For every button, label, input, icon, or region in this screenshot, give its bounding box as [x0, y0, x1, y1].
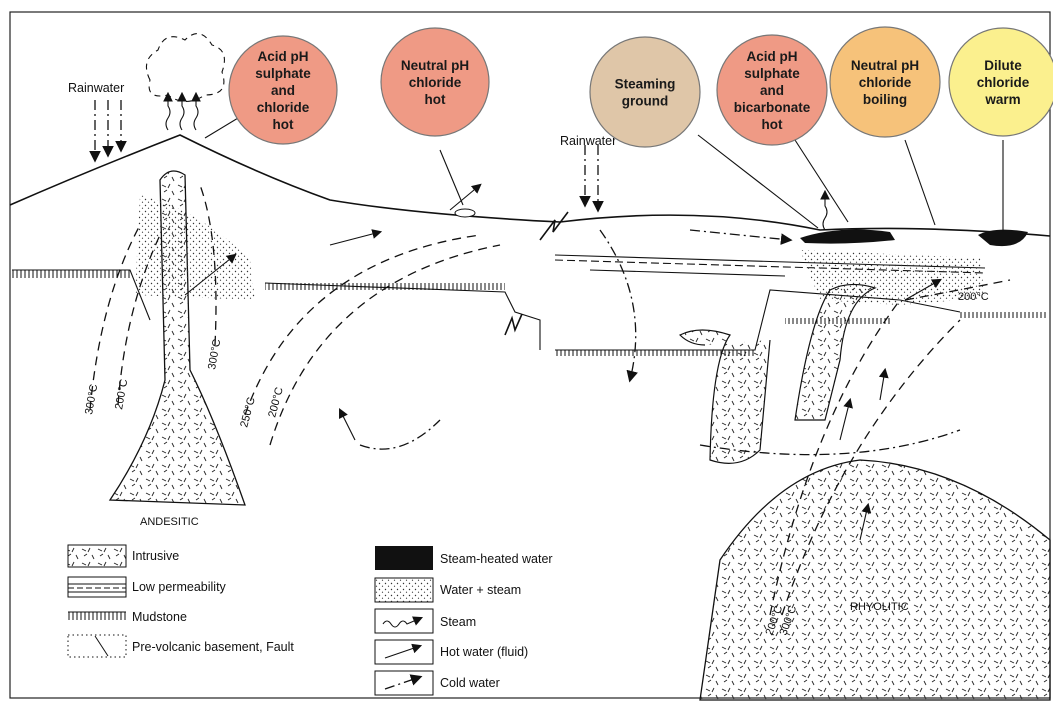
bubble-3: Steaming ground — [590, 37, 700, 147]
bubble-5-line-1: Neutral pH — [851, 58, 919, 73]
dilute-chloride-pool — [978, 230, 1028, 246]
bubble-1: Acid pH sulphate and chloride hot — [229, 36, 337, 144]
mudstone-layer-right-3 — [960, 312, 1048, 318]
legend-label-low-permeability: Low permeability — [132, 580, 227, 594]
bubble-4-line-3: and — [760, 83, 784, 98]
bubble-3-line-1: Steaming — [615, 77, 676, 92]
legend: Intrusive Low permeability Mudstone Pre-… — [68, 545, 553, 695]
section-break-upper — [540, 212, 568, 240]
legend-label-basement-fault: Pre-volcanic basement, Fault — [132, 640, 294, 654]
bubble-2-line-3: hot — [425, 92, 446, 107]
rainwater-label-left: Rainwater — [68, 81, 124, 95]
legend-label-cold-water: Cold water — [440, 676, 500, 690]
bubble-2-line-1: Neutral pH — [401, 58, 469, 73]
cold-water-lateral — [690, 230, 790, 240]
bubble-5: Neutral pH chloride boiling — [830, 27, 940, 137]
mudstone-layer-left — [12, 270, 130, 278]
bubble-4: Acid pH sulphate and bicarbonate hot — [717, 35, 827, 145]
isotherm-300-left — [90, 225, 140, 410]
steam-arrow-1 — [166, 94, 170, 130]
steam-arrow-2 — [180, 94, 184, 130]
rainwater-label-right: Rainwater — [560, 134, 616, 148]
bubble-4-line-2: sulphate — [744, 66, 800, 81]
hot-water-arrow-2 — [330, 232, 380, 245]
hot-water-arrow-3 — [450, 185, 480, 210]
legend-item-hot-water: Hot water (fluid) — [375, 640, 528, 664]
legend-item-mudstone: Mudstone — [68, 610, 187, 624]
rhyolitic-intrusive-body — [700, 460, 1050, 700]
bubble-5-line-3: boiling — [863, 92, 907, 107]
steam-heated-water-pool — [800, 230, 895, 244]
legend-label-steam-heated-water: Steam-heated water — [440, 552, 553, 566]
legend-label-hot-water: Hot water (fluid) — [440, 645, 528, 659]
bubble-6-line-3: warm — [984, 92, 1020, 107]
legend-item-low-permeability: Low permeability — [68, 577, 227, 597]
legend-item-basement-fault: Pre-volcanic basement, Fault — [68, 635, 294, 657]
isotherm-label-300-left: 300°C — [83, 383, 100, 415]
legend-label-steam: Steam — [440, 615, 476, 629]
low-permeability-line-3 — [590, 270, 785, 276]
steam-arrow-4 — [823, 192, 827, 230]
bubble-1-line-2: sulphate — [255, 66, 311, 81]
callout-line-5 — [905, 140, 935, 225]
bubble-5-line-2: chloride — [859, 75, 912, 90]
isotherm-label-200-mid: 200°C — [266, 386, 286, 419]
water-type-bubbles: Acid pH sulphate and chloride hot Neutral pH c… — [229, 27, 1053, 147]
legend-label-water-steam: Water + steam — [440, 583, 521, 597]
bubble-4-line-4: bicarbonate — [734, 100, 811, 115]
cold-water-descent — [600, 230, 636, 380]
basement-fault-mid — [265, 283, 540, 350]
isotherm-label-300-mid: 300°C — [206, 338, 223, 370]
hot-water-arrow-5 — [880, 370, 885, 400]
cold-water-loop-left — [360, 420, 440, 449]
andesitic-label: ANDESITIC — [140, 516, 199, 528]
isotherm-label-200-left: 200°C — [113, 378, 130, 410]
callout-line-3 — [698, 135, 818, 228]
bubble-1-line-3: and — [271, 83, 295, 98]
bubble-3-line-2: ground — [622, 94, 669, 109]
callout-line-4 — [795, 140, 848, 222]
isotherm-200-mid — [270, 245, 500, 445]
bubble-6-line-1: Dilute — [984, 58, 1022, 73]
section-break-lower — [505, 314, 522, 335]
legend-item-intrusive: Intrusive — [68, 545, 179, 567]
isotherm-label-250: 250°C — [238, 396, 258, 429]
bubble-6-line-2: chloride — [977, 75, 1030, 90]
legend-label-intrusive: Intrusive — [132, 549, 179, 563]
rhyolitic-label: RHYOLITIC — [850, 601, 909, 613]
hot-spring-left — [455, 209, 475, 217]
bubble-1-line-5: hot — [273, 117, 294, 132]
water-steam-zone-left — [135, 195, 255, 300]
rhyolitic-dike-2 — [795, 284, 875, 420]
callout-line-2 — [440, 150, 463, 205]
hot-water-arrow-4 — [840, 400, 850, 440]
bubble-2-line-2: chloride — [409, 75, 462, 90]
legend-label-mudstone: Mudstone — [132, 610, 187, 624]
cold-water-arrow-left — [340, 410, 355, 440]
legend-item-steam: Steam — [375, 609, 476, 633]
bubble-1-line-4: chloride — [257, 100, 310, 115]
rhyolitic-system: Rainwater RHYOLITIC 200°C 200°C 300°C — [505, 134, 1050, 700]
legend-item-steam-heated-water: Steam-heated water — [375, 546, 553, 570]
legend-item-cold-water: Cold water — [375, 671, 500, 695]
bubble-6: Dilute chloride warm — [949, 28, 1053, 136]
bubble-4-line-5: hot — [762, 117, 783, 132]
steam-plume-cloud — [146, 34, 224, 102]
legend-item-water-steam: Water + steam — [375, 578, 521, 602]
bubble-1-line-1: Acid pH — [257, 49, 308, 64]
bubble-circle-3 — [590, 37, 700, 147]
bubble-2: Neutral pH chloride hot — [381, 28, 489, 136]
isotherm-label-200-right: 200°C — [958, 291, 989, 303]
bubble-4-line-1: Acid pH — [746, 49, 797, 64]
andesitic-ground-surface — [10, 135, 560, 222]
